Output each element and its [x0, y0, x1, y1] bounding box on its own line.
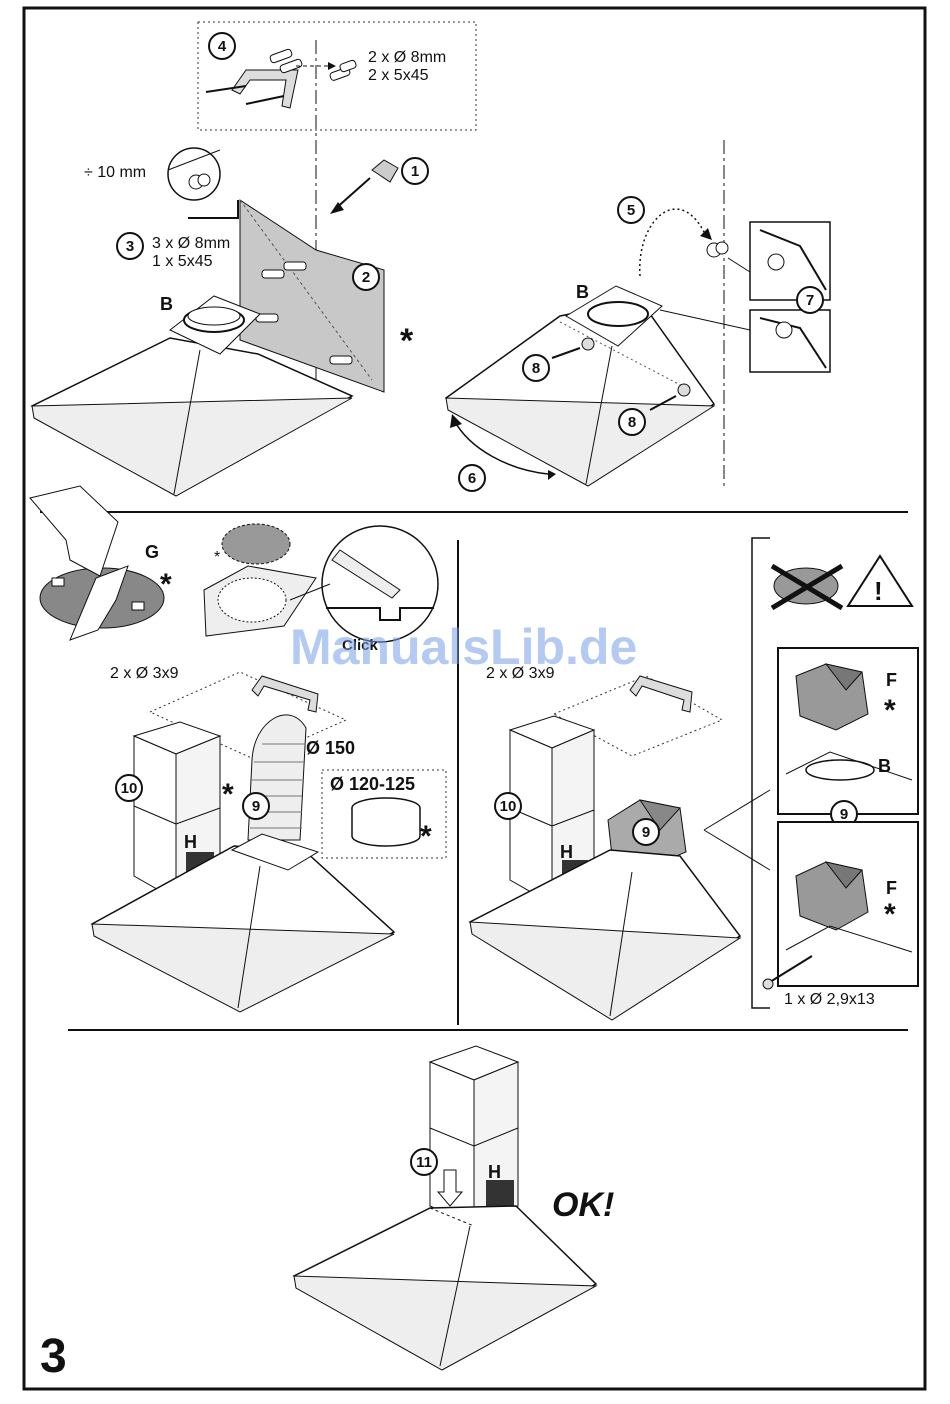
bracket-screw	[246, 96, 284, 104]
optional-asterisk: *	[884, 694, 896, 727]
exhaust-collar-inner	[188, 307, 240, 325]
wall-bracket	[232, 70, 298, 108]
detail-bracket	[752, 538, 770, 1008]
chimney-vent-grille	[486, 1180, 514, 1208]
hood-canopy-edge	[294, 1276, 596, 1370]
chimney-label: H	[560, 842, 573, 862]
detail-pointer	[728, 258, 750, 272]
panel-bottom: H 11 OK!	[294, 1046, 614, 1370]
small-asterisk: *	[214, 549, 220, 566]
detail-pointer	[704, 830, 770, 870]
hood-edge-mark	[188, 200, 238, 218]
step-3-spec-plugs: 3 x Ø 8mm	[152, 235, 230, 252]
detail-pointer	[660, 310, 750, 330]
warning-exclamation: !	[874, 576, 883, 606]
screw-head	[198, 174, 210, 186]
wall-plug	[269, 48, 292, 63]
exhaust-collar	[806, 760, 874, 780]
arrow-head	[700, 228, 712, 240]
washer	[582, 338, 594, 350]
screw-head	[776, 322, 792, 338]
chimney-label: H	[184, 832, 197, 852]
step-number-9: 9	[252, 798, 260, 815]
filter-seat-ring	[218, 578, 286, 622]
filter-tab	[52, 578, 64, 586]
wall-plug	[284, 262, 306, 270]
optional-asterisk: *	[884, 898, 896, 931]
optional-asterisk: *	[222, 778, 234, 811]
step-number-2: 2	[362, 269, 370, 286]
gap-detail-circle	[168, 148, 220, 200]
step-number-3: 3	[126, 238, 134, 255]
arrow-head	[548, 470, 556, 480]
wall-plug	[330, 356, 352, 364]
collar-label: B	[878, 756, 891, 776]
wall-plug	[262, 270, 284, 278]
box-spec-plugs: 2 x Ø 8mm	[368, 49, 446, 66]
panel-top-left: 4 2 x Ø 8mm 2 x 5x45 ÷ 10 mm 1 2	[32, 22, 476, 496]
hood-canopy-edge	[470, 922, 740, 1020]
step-3-spec-screws: 1 x 5x45	[152, 253, 213, 270]
watermark: ManualsLib.de	[290, 619, 637, 675]
panel-top-right: 5 7 B 8 8 6	[446, 140, 830, 491]
chimney-bracket	[252, 676, 318, 712]
adapter-diameter: Ø 120-125	[330, 774, 415, 794]
step-number-10: 10	[121, 780, 138, 797]
detail-pointer	[704, 790, 770, 830]
gap-label: ÷ 10 mm	[84, 164, 146, 181]
chimney-screws-spec: 2 x Ø 3x9	[110, 665, 179, 682]
filter-tab	[132, 602, 144, 610]
step-number-8a: 8	[532, 360, 540, 377]
step-number-10: 10	[500, 798, 517, 815]
step-number-8b: 8	[628, 414, 636, 431]
step-number-6: 6	[468, 470, 476, 487]
step-number-9-detail: 9	[840, 806, 848, 823]
step-number-9: 9	[642, 824, 650, 841]
panel-mid-left: G * * Click 2 x Ø 3x9 H 10 * Ø 150	[30, 486, 446, 1012]
deflector-screw-spec: 1 x Ø 2,9x13	[784, 991, 875, 1008]
box-spec-screws: 2 x 5x45	[368, 67, 429, 84]
hand-illustration	[30, 486, 118, 576]
wall-plug	[339, 60, 357, 73]
filter-disc-preview	[222, 524, 290, 564]
chimney-bracket	[630, 676, 692, 712]
arrow-head	[328, 62, 336, 70]
collar-label: B	[160, 294, 173, 314]
step-number-4: 4	[218, 38, 227, 55]
hang-arrow	[640, 209, 706, 276]
optional-asterisk: *	[400, 322, 414, 360]
panel-mid-right: 2 x Ø 3x9 H 10 9 ! F	[470, 538, 918, 1020]
step-number-5: 5	[627, 202, 635, 219]
step-number-1: 1	[411, 163, 419, 180]
screw-head	[763, 979, 773, 989]
hood-canopy-edge	[446, 398, 714, 486]
chimney-left-face	[134, 736, 176, 900]
page-number: 3	[40, 1330, 67, 1383]
filter-label: G	[145, 542, 159, 562]
step-number-11: 11	[416, 1154, 432, 1171]
screw-head	[768, 254, 784, 270]
hood-canopy-edge	[92, 924, 394, 1012]
exhaust-collar	[588, 302, 648, 326]
hang-detail-top	[750, 222, 830, 300]
optional-asterisk: *	[160, 568, 172, 601]
deflector-label: F	[886, 670, 897, 690]
washer	[678, 384, 690, 396]
ok-label: OK!	[552, 1186, 614, 1224]
chimney-label: H	[488, 1162, 501, 1182]
power-plug	[372, 160, 398, 182]
flex-duct-diameter: Ø 150	[306, 738, 355, 758]
deflector-label: F	[886, 878, 897, 898]
collar-label: B	[576, 282, 589, 302]
optional-asterisk: *	[420, 820, 432, 853]
wall-screw	[716, 242, 728, 254]
reducer-ring-body	[352, 808, 420, 846]
hood-canopy-edge	[32, 398, 352, 496]
step-number-7: 7	[806, 292, 814, 309]
flexible-duct	[248, 715, 306, 840]
